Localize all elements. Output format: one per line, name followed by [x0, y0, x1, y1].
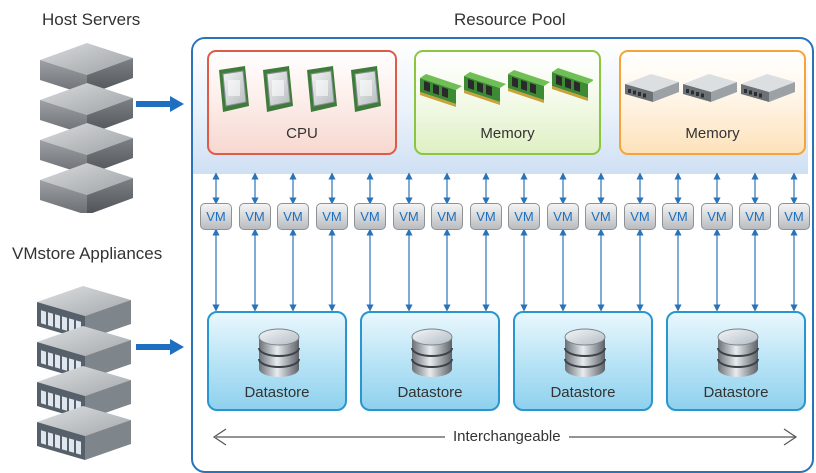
- interchangeable-label: Interchangeable: [445, 428, 569, 445]
- cpu-chip-icon: [219, 65, 382, 113]
- appliance-to-pool-arrow: [136, 339, 184, 355]
- database-icon: [564, 328, 606, 378]
- vm-chip: VM: [701, 203, 733, 230]
- database-icon: [258, 328, 300, 378]
- vm-chip: VM: [624, 203, 656, 230]
- datastore-box: Datastore: [513, 311, 653, 411]
- vm-chip: VM: [778, 203, 810, 230]
- datastore-box: Datastore: [360, 311, 500, 411]
- vm-chip: VM: [431, 203, 463, 230]
- cpu-label: CPU: [286, 125, 318, 142]
- vm-chip: VM: [239, 203, 271, 230]
- host-servers-stack: [40, 43, 133, 213]
- vm-chip: VM: [739, 203, 771, 230]
- datastore-label: Datastore: [244, 384, 310, 401]
- database-icon: [717, 328, 759, 378]
- memory-appliance-resource-box: Memory: [619, 50, 806, 155]
- vm-chip: VM: [547, 203, 579, 230]
- ram-module-icon: [420, 68, 593, 107]
- vm-chip: VM: [277, 203, 309, 230]
- resource-pool-label: Resource Pool: [454, 10, 566, 29]
- vm-chip: VM: [393, 203, 425, 230]
- datastore-label: Datastore: [703, 384, 769, 401]
- host-servers-label: Host Servers: [42, 10, 141, 29]
- datastore-label: Datastore: [550, 384, 616, 401]
- appliance-icon: [625, 74, 795, 102]
- memory-resource-box: Memory: [414, 50, 601, 155]
- database-icon: [411, 328, 453, 378]
- vm-chip: VM: [316, 203, 348, 230]
- vmstore-appliances-label: VMstore Appliances: [12, 244, 163, 263]
- memory-appliance-label: Memory: [685, 125, 740, 142]
- vm-chip: VM: [470, 203, 502, 230]
- datastore-box: Datastore: [666, 311, 806, 411]
- datastore-label: Datastore: [397, 384, 463, 401]
- vm-chip: VM: [508, 203, 540, 230]
- vm-chip: VM: [585, 203, 617, 230]
- datastore-box: Datastore: [207, 311, 347, 411]
- vm-chip: VM: [200, 203, 232, 230]
- host-to-pool-arrow: [136, 96, 184, 112]
- vm-chip: VM: [662, 203, 694, 230]
- vm-chip: VM: [354, 203, 386, 230]
- vmstore-appliances-stack: [37, 286, 131, 460]
- cpu-resource-box: CPU: [207, 50, 397, 155]
- memory-label: Memory: [480, 125, 535, 142]
